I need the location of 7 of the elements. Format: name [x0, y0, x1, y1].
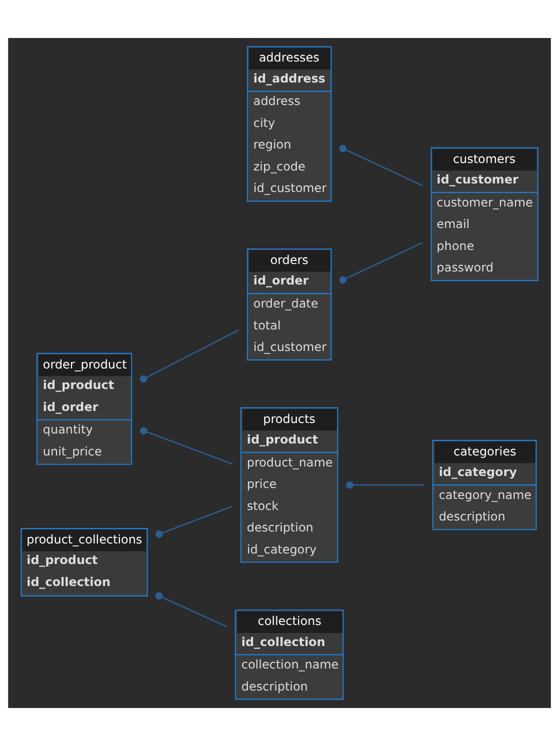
- connector: [140, 427, 232, 465]
- connector: [339, 144, 423, 186]
- connector: [155, 592, 227, 628]
- connector: [346, 481, 424, 489]
- connector: [155, 506, 232, 538]
- connector: [140, 330, 239, 383]
- connector: [339, 242, 423, 284]
